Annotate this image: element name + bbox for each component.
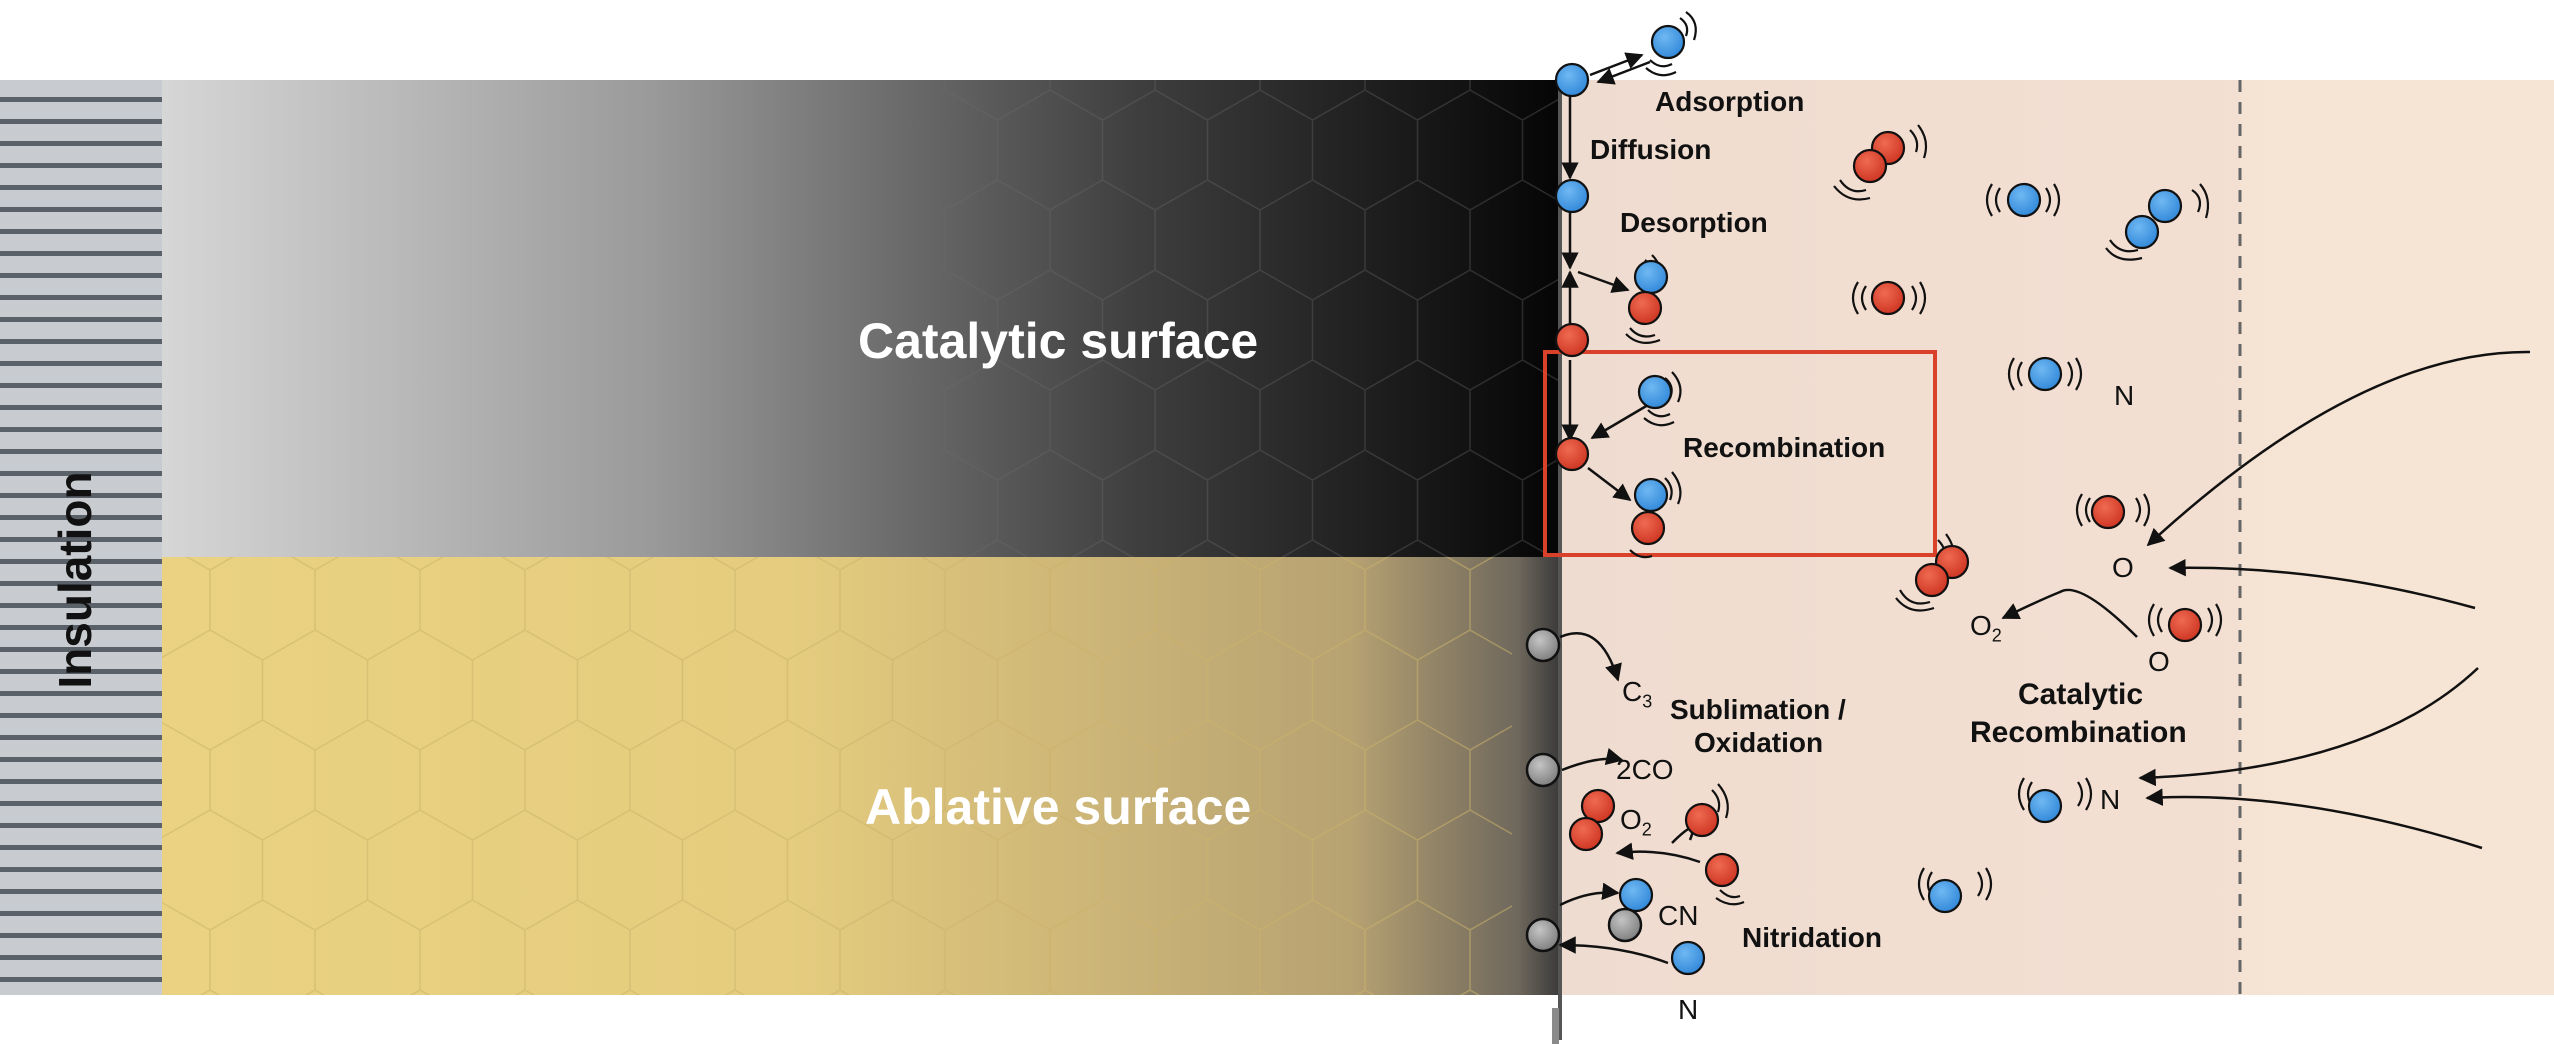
species-2co: 2CO <box>1616 754 1674 785</box>
sublimation-label-line1: Sublimation / <box>1670 694 1846 725</box>
nitrogen-atoms <box>1554 24 2183 976</box>
species-o-lower: O <box>2148 646 2170 677</box>
surface-process-arrows <box>1561 52 1651 502</box>
carbon-atoms <box>1525 627 1643 953</box>
species-cn: CN <box>1658 900 1699 931</box>
catalytic-recombination-label-line1: Catalytic <box>2018 678 2144 711</box>
oxygen-atoms <box>1554 130 2203 888</box>
vibration-marks <box>1625 11 2223 906</box>
nitridation-label: Nitridation <box>1742 922 1882 953</box>
diffusion-label: Diffusion <box>1590 134 1712 165</box>
recombination-highlight-box <box>1543 350 1937 557</box>
insulation-label: Insulation <box>49 471 101 689</box>
free-stream-arrows <box>2001 350 2531 850</box>
desorption-label: Desorption <box>1620 207 1768 238</box>
ablative-material <box>162 557 1560 995</box>
species-o2: O2 <box>1970 610 2002 646</box>
species-c3: C3 <box>1622 676 1653 712</box>
sublimation-label-line2: Oxidation <box>1694 727 1824 758</box>
catalytic-surface-label: Catalytic surface <box>858 313 1259 369</box>
adsorption-label: Adsorption <box>1655 86 1805 117</box>
species-n-right: N <box>2100 784 2121 815</box>
ablative-surface-label: Ablative surface <box>865 779 1252 835</box>
catalytic-material <box>162 80 1560 557</box>
species-n-top: N <box>2114 380 2135 411</box>
species-o-upper: O <box>2112 552 2134 583</box>
ablation-process-arrows <box>1558 632 1701 965</box>
species-o2-ablative: O2 <box>1620 804 1652 840</box>
recombination-label: Recombination <box>1683 432 1886 463</box>
catalytic-recombination-label-line2: Recombination <box>1970 716 2187 749</box>
wall-tick <box>1552 1008 1559 1044</box>
insulation-layer <box>0 80 162 995</box>
species-n-bottom: N <box>1678 994 1699 1025</box>
